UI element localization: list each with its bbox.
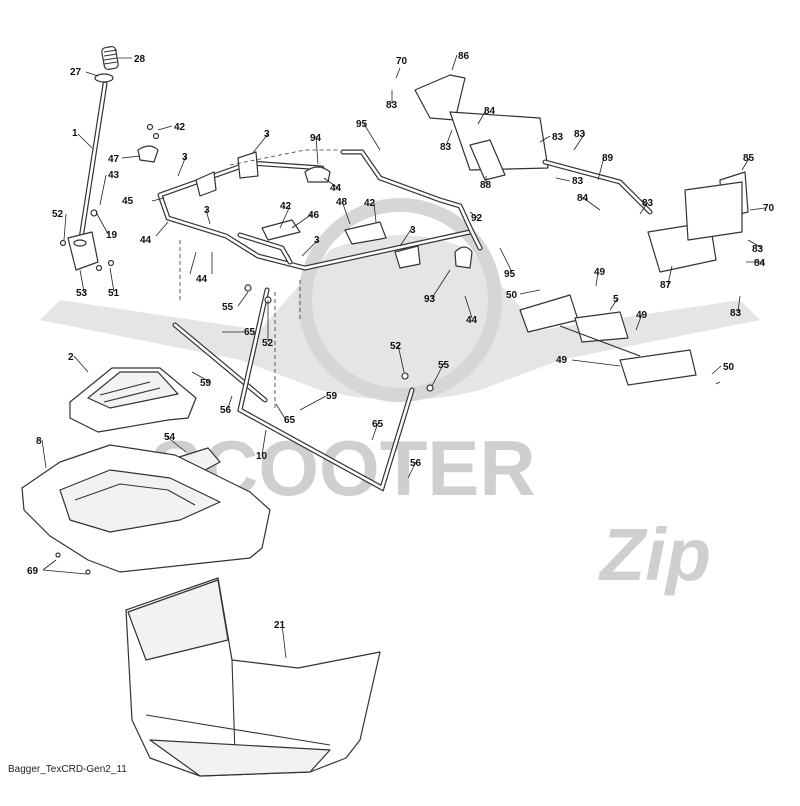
part-frame-clip-top bbox=[237, 151, 259, 179]
callout-19: 19 bbox=[106, 230, 118, 241]
callout-50a: 50 bbox=[506, 290, 518, 301]
callout-3a: 3 bbox=[182, 152, 188, 163]
callout-88: 88 bbox=[480, 180, 492, 191]
callout-53: 53 bbox=[76, 288, 88, 299]
part-lift-rod bbox=[77, 81, 108, 248]
callout-44a: 44 bbox=[140, 235, 152, 246]
callout-52a: 52 bbox=[52, 209, 64, 220]
callout-83d: 83 bbox=[572, 176, 584, 187]
callout-51: 51 bbox=[108, 288, 120, 299]
callout-43: 43 bbox=[108, 170, 120, 181]
callout-59b: 59 bbox=[326, 391, 338, 402]
callout-3b: 3 bbox=[264, 129, 270, 140]
part-bagger-hood bbox=[69, 367, 197, 433]
callout-47: 47 bbox=[108, 154, 120, 165]
part-bagger-lid bbox=[21, 444, 271, 575]
callout-86: 86 bbox=[458, 51, 470, 62]
part-rear-frame bbox=[340, 149, 483, 251]
callout-3e: 3 bbox=[314, 235, 320, 246]
callout-83h: 83 bbox=[730, 308, 742, 319]
part-support-rods bbox=[172, 287, 415, 492]
callout-65a: 65 bbox=[244, 327, 256, 338]
part-pivot-bushing bbox=[73, 239, 87, 247]
callout-84a: 84 bbox=[484, 106, 496, 117]
callout-42c: 42 bbox=[364, 198, 376, 209]
callout-2: 2 bbox=[68, 352, 74, 363]
callout-49c: 49 bbox=[556, 355, 568, 366]
callout-10: 10 bbox=[256, 451, 268, 462]
callout-46: 46 bbox=[308, 210, 320, 221]
callout-21: 21 bbox=[274, 620, 286, 631]
callout-70a: 70 bbox=[396, 56, 408, 67]
part-hanger-brackets bbox=[414, 74, 749, 273]
callout-83f: 83 bbox=[642, 198, 654, 209]
callout-5: 5 bbox=[613, 294, 619, 305]
callout-44c: 44 bbox=[330, 183, 342, 194]
part-frame-clip-right bbox=[394, 245, 421, 269]
callout-83g: 83 bbox=[752, 244, 764, 255]
callout-65b: 65 bbox=[284, 415, 296, 426]
callout-95a: 95 bbox=[356, 119, 368, 130]
callout-28: 28 bbox=[134, 54, 146, 65]
callout-52b: 52 bbox=[262, 338, 274, 349]
callout-48: 48 bbox=[336, 197, 348, 208]
callout-94: 94 bbox=[310, 133, 322, 144]
part-latch-assembly bbox=[519, 294, 697, 386]
callout-1: 1 bbox=[72, 128, 78, 139]
watermark-ring-shape bbox=[298, 198, 502, 402]
callout-49a: 49 bbox=[594, 267, 606, 278]
callout-87: 87 bbox=[660, 280, 672, 291]
callout-92: 92 bbox=[471, 213, 483, 224]
part-clamp-bracket bbox=[137, 145, 159, 163]
part-plate-46 bbox=[261, 219, 301, 241]
callout-83b: 83 bbox=[552, 132, 564, 143]
callout-3c: 3 bbox=[204, 205, 210, 216]
part-handle-grip bbox=[101, 45, 119, 71]
watermark-script-text: Zip bbox=[598, 513, 711, 596]
part-plate-48 bbox=[344, 221, 387, 245]
part-pivot-bracket bbox=[67, 231, 99, 271]
callout-83c: 83 bbox=[440, 142, 452, 153]
callout-55b: 55 bbox=[438, 360, 450, 371]
callout-45: 45 bbox=[122, 196, 134, 207]
callout-83e: 83 bbox=[574, 129, 586, 140]
callout-labels: 28 27 1 43 52 19 53 51 42 47 3 3 45 44 3… bbox=[27, 51, 775, 631]
callout-84b: 84 bbox=[577, 193, 589, 204]
callout-55a: 55 bbox=[222, 302, 234, 313]
callout-42a: 42 bbox=[174, 122, 186, 133]
callout-93: 93 bbox=[424, 294, 436, 305]
part-strap-94 bbox=[304, 166, 331, 183]
callout-83a: 83 bbox=[386, 100, 398, 111]
callout-85: 85 bbox=[743, 153, 755, 164]
diagram-caption: Bagger_TexCRD-Gen2_11 bbox=[8, 764, 127, 775]
callout-69: 69 bbox=[27, 566, 39, 577]
callout-44b: 44 bbox=[196, 274, 208, 285]
callout-89: 89 bbox=[602, 153, 614, 164]
part-washer bbox=[94, 73, 114, 83]
callout-70b: 70 bbox=[763, 203, 775, 214]
callout-95b: 95 bbox=[504, 269, 516, 280]
callout-8: 8 bbox=[36, 436, 42, 447]
leader-lines bbox=[41, 54, 766, 659]
callout-52c: 52 bbox=[390, 341, 402, 352]
callout-49b: 49 bbox=[636, 310, 648, 321]
callout-59a: 59 bbox=[200, 378, 212, 389]
callout-44d: 44 bbox=[466, 315, 478, 326]
part-bagger-bin bbox=[125, 577, 381, 777]
callout-27: 27 bbox=[70, 67, 82, 78]
callout-3d: 3 bbox=[410, 225, 416, 236]
part-frame-clip-left bbox=[195, 171, 217, 197]
callout-56b: 56 bbox=[410, 458, 422, 469]
part-strap-93 bbox=[454, 246, 473, 269]
callout-56a: 56 bbox=[220, 405, 232, 416]
callout-50b: 50 bbox=[723, 362, 735, 373]
watermark-wing-shape bbox=[40, 235, 760, 400]
callout-65c: 65 bbox=[372, 419, 384, 430]
callout-84c: 84 bbox=[754, 258, 766, 269]
callout-54: 54 bbox=[164, 432, 176, 443]
callout-42b: 42 bbox=[280, 201, 292, 212]
